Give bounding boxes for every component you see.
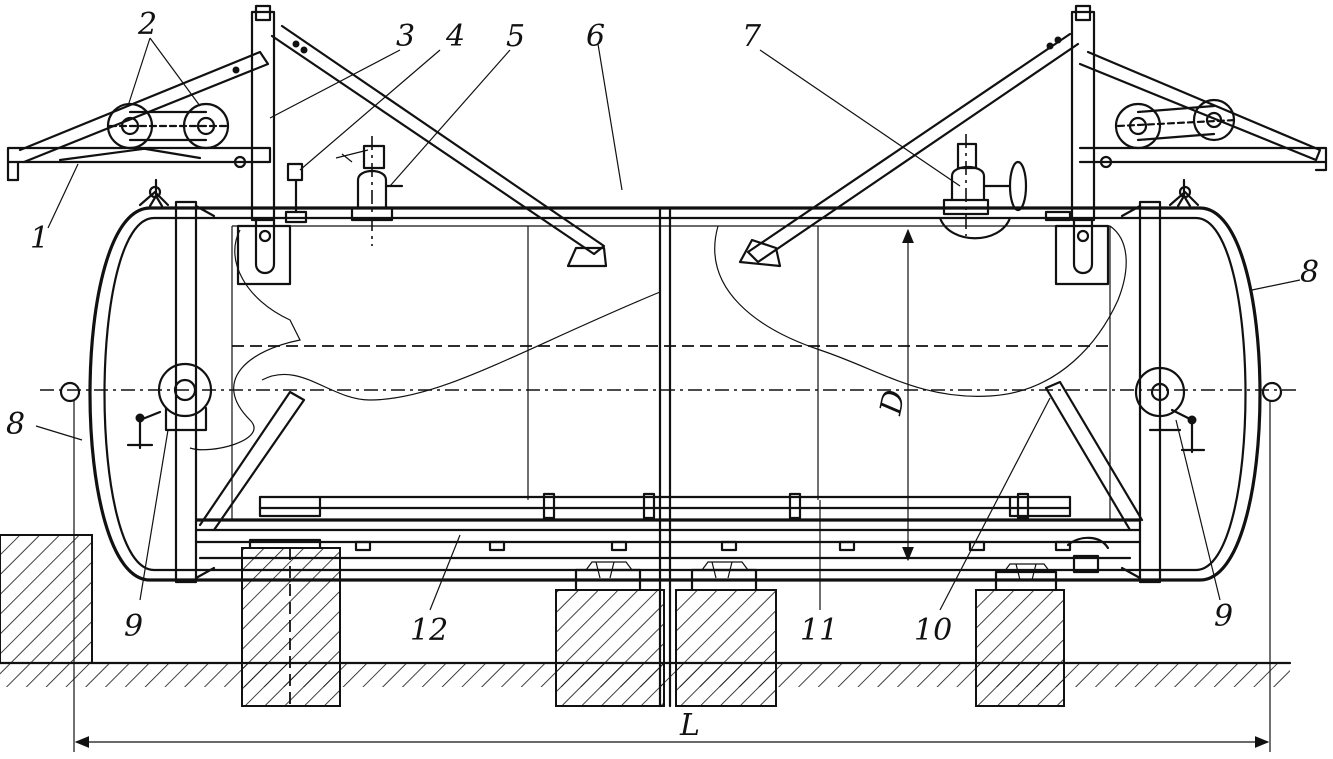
right-lock-mechanism [1134, 366, 1206, 454]
top-valve-assembly [938, 134, 1072, 240]
callout-6: 6 [586, 19, 605, 54]
callout-12: 12 [410, 613, 448, 648]
left-wall-block [0, 534, 93, 664]
callout-2: 2 [137, 7, 157, 42]
length-label: L [679, 708, 700, 743]
right-foundation [975, 589, 1065, 707]
diameter-dimension: D [873, 228, 914, 562]
center-foundation-right [675, 589, 777, 707]
ground-and-foundations [0, 534, 1292, 707]
callout-11: 11 [800, 613, 838, 648]
left-foundation [241, 547, 341, 707]
callout-5: 5 [506, 19, 525, 54]
leader-lines [35, 37, 1301, 611]
internal-rail-track [194, 380, 1144, 574]
callout-4: 4 [445, 19, 465, 54]
left-lock-mechanism [126, 362, 213, 450]
callout-10: 10 [914, 613, 952, 648]
callout-9-right: 9 [1214, 599, 1233, 634]
center-foundation-left [555, 589, 665, 707]
length-dimension: L [73, 400, 1271, 752]
callout-7: 7 [742, 19, 762, 54]
safety-valve-fitting [335, 136, 404, 246]
callout-8-left: 8 [6, 407, 25, 442]
callout-3: 3 [396, 19, 415, 54]
callout-8-right: 8 [1300, 255, 1319, 290]
right-door-lifting-frame [738, 4, 1328, 286]
callout-1: 1 [30, 221, 49, 256]
autoclave-vessel [40, 185, 1300, 708]
diameter-label: D [873, 387, 912, 419]
pressure-gauge-fitting [284, 162, 308, 224]
callout-labels: 1 2 3 4 5 6 7 8 8 9 9 10 11 12 [6, 7, 1319, 648]
callout-9-left: 9 [124, 609, 143, 644]
